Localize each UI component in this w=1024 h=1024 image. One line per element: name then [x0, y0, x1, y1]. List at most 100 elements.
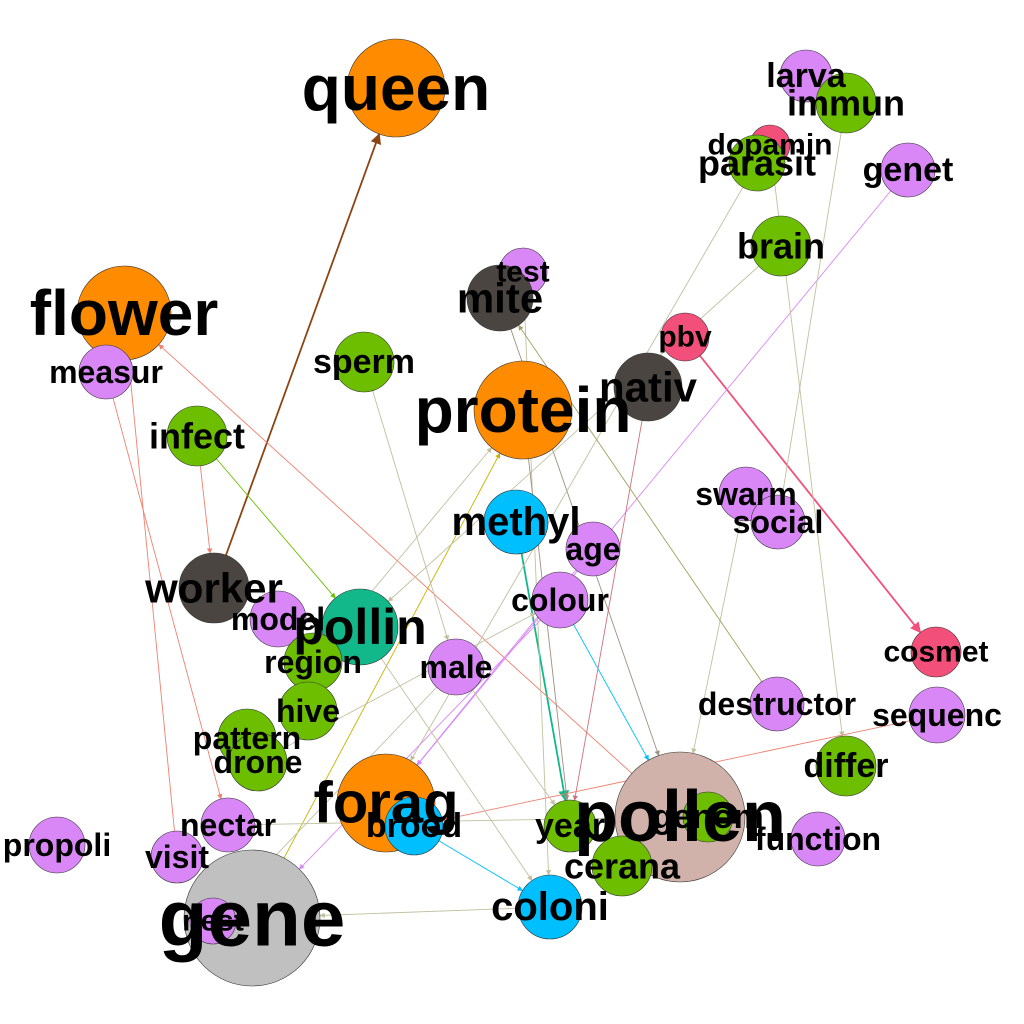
node-age[interactable] — [565, 521, 621, 577]
node-label-mite: mite — [457, 275, 543, 322]
node-sequenc[interactable] — [908, 686, 966, 744]
node-worker[interactable] — [178, 552, 250, 624]
edge-immun-social — [780, 102, 847, 496]
node-label-nest: nest — [182, 905, 244, 938]
node-label-worker: worker — [144, 565, 283, 612]
node-label-infect: infect — [149, 416, 245, 457]
node-visit[interactable] — [150, 830, 204, 884]
edge-pollen-flower — [158, 344, 681, 818]
node-measur[interactable] — [78, 344, 134, 400]
node-label-propoli: propoli — [3, 827, 111, 863]
node-label-protein: protein — [415, 374, 632, 446]
node-cerana[interactable] — [591, 835, 653, 897]
node-immun[interactable] — [815, 72, 877, 134]
node-larva[interactable] — [779, 49, 833, 103]
node-label-queen: queen — [302, 52, 490, 124]
node-nectar[interactable] — [200, 797, 256, 853]
nodes-layer — [28, 38, 966, 987]
node-pollen[interactable] — [614, 751, 746, 883]
node-function[interactable] — [790, 811, 846, 867]
node-protein[interactable] — [473, 360, 573, 460]
node-label-parasit: parasit — [698, 143, 816, 184]
node-label-pollen: pollen — [574, 777, 786, 857]
node-label-pattern: pattern — [193, 720, 301, 756]
node-label-social: social — [733, 504, 824, 540]
node-label-sperm: sperm — [313, 343, 415, 381]
node-sperm[interactable] — [333, 331, 395, 393]
node-infect[interactable] — [166, 405, 228, 467]
node-label-nativ: nativ — [599, 364, 698, 411]
node-label-measur: measur — [49, 354, 163, 390]
node-label-cosmet: cosmet — [883, 636, 988, 669]
edge-worker-queen — [213, 133, 381, 589]
node-drone[interactable] — [228, 732, 288, 792]
node-label-gene: gene — [159, 874, 346, 963]
node-label-cerana: cerana — [564, 846, 681, 887]
node-parasit[interactable] — [728, 134, 786, 192]
node-label-genet: genet — [863, 151, 954, 189]
node-label-sequenc: sequenc — [872, 697, 1002, 733]
node-genet[interactable] — [880, 142, 936, 198]
node-label-nectar: nectar — [180, 807, 276, 843]
node-label-region: region — [264, 644, 362, 680]
edge-gene-protein — [251, 452, 501, 919]
node-mite[interactable] — [466, 264, 534, 332]
node-pollin[interactable] — [321, 588, 399, 666]
node-label-hive: hive — [276, 693, 340, 729]
node-label-methyl: methyl — [452, 500, 581, 544]
node-brain[interactable] — [750, 215, 812, 277]
edge-sperm-male — [363, 361, 450, 641]
node-year[interactable] — [543, 799, 597, 853]
edge-visit-flower — [126, 359, 178, 858]
node-label-genom: genom — [652, 798, 763, 836]
node-destructor[interactable] — [749, 676, 805, 732]
node-label-differ: differ — [804, 747, 889, 785]
node-social[interactable] — [750, 494, 806, 550]
node-label-brood: brood — [366, 807, 462, 845]
edge-coloni-gene — [319, 906, 551, 919]
node-model[interactable] — [249, 590, 307, 648]
edge-measur-nectar — [105, 371, 223, 800]
node-gene[interactable] — [183, 849, 321, 987]
node-label-colour: colour — [511, 582, 609, 618]
edge-nativ-year — [572, 386, 649, 801]
node-colour[interactable] — [531, 571, 589, 629]
node-label-larva: larva — [766, 57, 846, 95]
node-label-swarm: swarm — [695, 476, 796, 512]
node-label-immun: immun — [787, 83, 905, 124]
edge-methyl-year — [515, 521, 570, 802]
edge-colour-pollen — [559, 599, 649, 761]
node-cosmet[interactable] — [910, 626, 962, 678]
edge-infect-pollin — [196, 435, 336, 599]
node-coloni[interactable] — [517, 874, 583, 940]
node-label-brain: brain — [737, 226, 825, 267]
node-label-test: test — [496, 256, 549, 289]
node-label-year: year — [535, 807, 605, 845]
node-label-model: model — [231, 601, 325, 637]
node-label-forag: forag — [314, 771, 459, 836]
edge-swarm-pollen — [691, 493, 747, 754]
node-hive[interactable] — [278, 681, 338, 741]
node-brood[interactable] — [384, 796, 444, 856]
node-male[interactable] — [427, 638, 485, 696]
edge-genet-forag — [416, 169, 909, 766]
edge-pbv-cosmet — [684, 336, 922, 634]
node-nativ[interactable] — [613, 352, 683, 422]
node-label-coloni: coloni — [491, 885, 609, 929]
node-genom[interactable] — [682, 791, 734, 843]
node-label-drone: drone — [214, 744, 303, 780]
node-pbv[interactable] — [660, 312, 710, 362]
node-propoli[interactable] — [28, 816, 86, 874]
node-queen[interactable] — [346, 38, 446, 138]
node-label-destructor: destructor — [698, 686, 856, 722]
node-label-function: function — [755, 821, 881, 857]
node-differ[interactable] — [815, 735, 877, 797]
node-label-flower: flower — [30, 277, 218, 349]
node-label-dopamin: dopamin — [708, 129, 833, 162]
node-label-visit: visit — [145, 839, 209, 875]
node-nest[interactable] — [189, 897, 237, 945]
node-methyl[interactable] — [483, 489, 549, 555]
